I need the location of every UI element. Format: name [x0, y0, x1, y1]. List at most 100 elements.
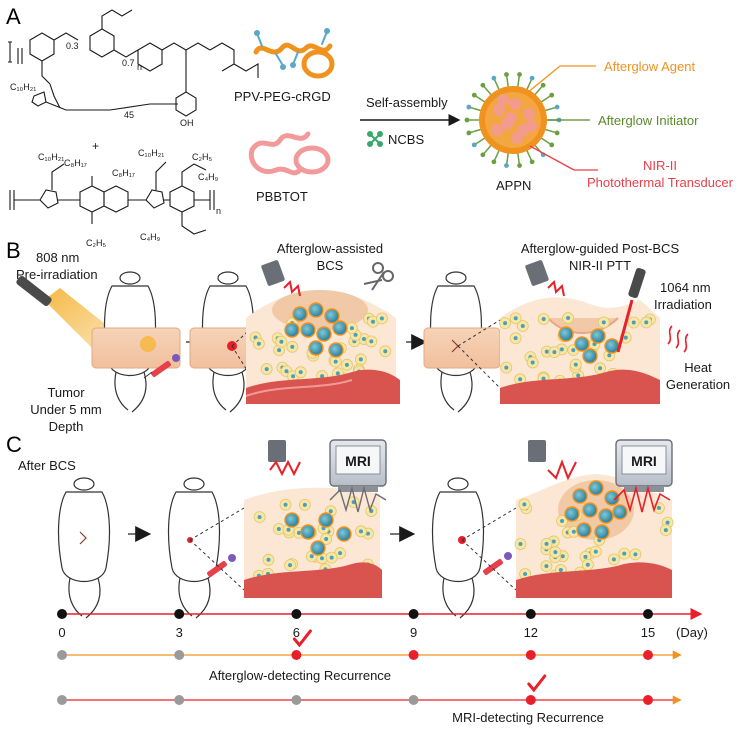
chem-c8h17-b: C₈H₁₇ [112, 168, 135, 178]
label-under-5mm: Under 5 mm [30, 402, 102, 417]
appn-nanoparticle [464, 72, 562, 168]
label-after-bcs: After BCS [18, 458, 76, 473]
label-irradiation: Irradiation [654, 297, 712, 312]
label-afterglow-initiator: Afterglow Initiator [598, 113, 699, 128]
mri-machine-2 [613, 439, 673, 513]
syringe-icon-3 [483, 552, 512, 575]
timeline-unit: (Day) [676, 625, 708, 640]
callout-line-agent [526, 65, 561, 94]
mri-row-dot [408, 695, 419, 705]
afterglow-row-dot [525, 650, 536, 660]
panel-letter-a: A [6, 4, 21, 29]
timeline-tick-label: 15 [641, 625, 655, 640]
tissue-ptt [499, 297, 660, 404]
label-afterglow-detecting: Afterglow-detecting Recurrence [209, 668, 391, 683]
ppv-peg-crgd-structure [8, 9, 259, 117]
ppv-peg-crgd-cartoon [253, 28, 335, 79]
afterglow-row-dot [291, 650, 302, 660]
chem-c2h5-b: C₂H₅ [86, 238, 106, 248]
timeline-tick-dot [291, 609, 302, 619]
label-mri-1: MRI [345, 453, 371, 469]
label-pre-irradiation: Pre-irradiation [16, 267, 98, 282]
pbbtot-structure [9, 161, 215, 235]
timeline-tick-dot [408, 609, 419, 619]
chem-oh: OH [180, 118, 194, 128]
chem-sub-0-3: 0.3 [66, 41, 79, 51]
afterglow-row-dot [174, 650, 185, 660]
chem-c2h5-a: C₂H₅ [192, 152, 212, 162]
label-pbbtot: PBBTOT [256, 189, 308, 204]
mouse-c1 [57, 477, 111, 619]
label-afterglow-guided: Afterglow-guided Post-BCS [521, 241, 680, 256]
timeline-tick-dot [643, 609, 653, 619]
label-afterglow-agent: Afterglow Agent [604, 59, 695, 74]
camera-icon-4 [528, 440, 577, 481]
camera-icon-3 [268, 440, 301, 477]
label-bcs: BCS [317, 258, 344, 273]
afterglow-row-dot [57, 650, 67, 660]
label-tumor: Tumor [47, 385, 85, 400]
chem-c10h21-a: C₁₀H₂₁ [10, 82, 36, 92]
afterglow-row-dot [408, 650, 419, 660]
ncbs-icon [367, 131, 383, 147]
mouse-c3 [431, 477, 485, 619]
label-appn: APPN [496, 178, 531, 193]
label-generation: Generation [666, 377, 730, 392]
chem-sub-45: 45 [124, 110, 134, 120]
label-heat: Heat [684, 360, 712, 375]
mri-row-check-icon [527, 674, 547, 693]
timeline-tick-label: 12 [524, 625, 538, 640]
chem-c4h9-a: C₄H₉ [198, 172, 219, 182]
tumor-skin-patch-3 [423, 327, 501, 369]
label-808nm: 808 nm [36, 250, 79, 265]
heat-waves-icon [667, 325, 689, 353]
scissors-icon [363, 262, 394, 291]
label-1064nm: 1064 nm [660, 280, 711, 295]
label-afterglow-assisted: Afterglow-assisted [277, 241, 383, 256]
mri-machine-1 [329, 439, 387, 513]
chem-c10h21-b: C₁₀H₂₁ [38, 152, 64, 162]
syringe-icon-2 [207, 554, 236, 577]
afterglow-row-dot [643, 650, 653, 660]
label-mri-2: MRI [631, 453, 657, 469]
label-nir-ii: NIR-II [643, 158, 677, 173]
tumor-skin-patch-1 [91, 327, 181, 369]
mri-row-dot [57, 695, 67, 705]
camera-icon-1 [261, 260, 301, 297]
chem-sub-0-7: 0.7 [122, 58, 135, 68]
chem-c10h21-c: C₁₀H₂₁ [138, 148, 164, 158]
timeline-tick-dot [525, 609, 536, 619]
label-depth: Depth [49, 419, 84, 434]
mri-row-dot [525, 695, 536, 705]
chem-n-2: n [216, 206, 221, 216]
callout-line-nir [529, 145, 575, 171]
label-ppv-peg-crgd: PPV-PEG-cRGD [234, 89, 331, 104]
label-self-assembly: Self-assembly [366, 95, 448, 110]
afterglow-row-check-icon [292, 629, 312, 648]
timeline-tick-label: 3 [176, 625, 183, 640]
laser-1064-icon [616, 267, 646, 353]
mri-row-dot [643, 695, 653, 705]
timeline-tick-label: 6 [293, 625, 300, 640]
syringe-icon-1 [143, 354, 180, 379]
timeline-tick-label: 9 [410, 625, 417, 640]
label-mri-detecting: MRI-detecting Recurrence [452, 710, 604, 725]
panel-letter-b: B [6, 238, 21, 263]
pbbtot-cartoon [248, 131, 331, 176]
tissue-c-day12 [514, 474, 674, 598]
panel-letter-c: C [6, 432, 22, 457]
label-nir-ii-ptt: NIR-II PTT [569, 258, 631, 273]
mri-row-dot [174, 695, 185, 705]
mouse-c2 [167, 477, 221, 619]
plus-sign: + [92, 139, 99, 153]
label-photothermal-transducer: Photothermal Transducer [587, 175, 734, 190]
timeline-tick-dot [174, 609, 185, 619]
tumor-glow-1 [140, 336, 156, 352]
chem-c4h9-b: C₄H₉ [140, 232, 161, 242]
tissue-bcs [245, 290, 400, 404]
timeline-tick-dot [57, 609, 67, 619]
label-ncbs: NCBS [388, 132, 424, 147]
chem-c8h17-a: C₈H₁₇ [64, 158, 87, 168]
